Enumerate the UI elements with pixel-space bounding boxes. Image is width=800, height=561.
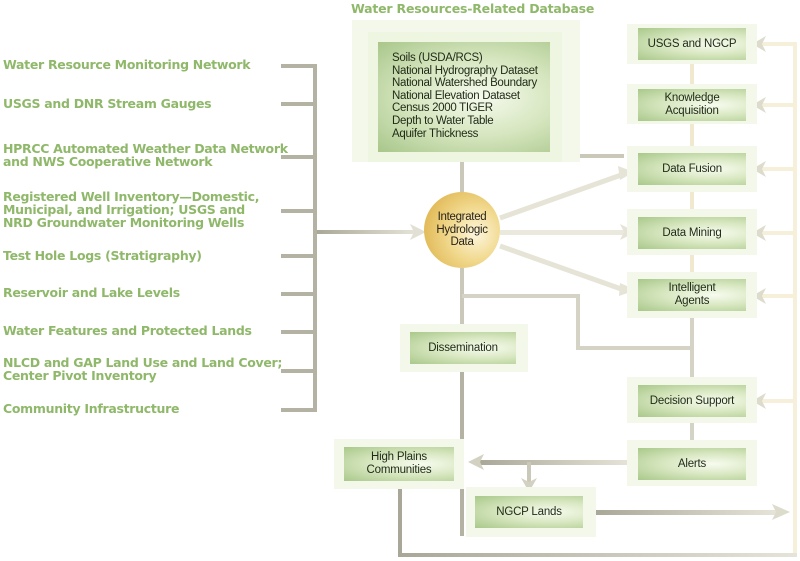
db-to-hub-connector (460, 150, 464, 194)
node-label: USGS and NGCP (647, 37, 737, 50)
bracket-tick (281, 155, 317, 159)
node-label: Dissemination (428, 341, 498, 354)
alerts-to-ngcp-lands-arrow (521, 462, 537, 492)
feedback-loop (752, 36, 797, 556)
bracket-tick (281, 102, 317, 106)
source-reservoir-levels: Reservoir and Lake Levels (3, 285, 180, 300)
node-ngcp-lands: NGCP Lands (475, 496, 583, 528)
database-title: Water Resources-Related Database (351, 1, 595, 16)
node-label: Decision Support (649, 394, 735, 407)
node-label: Data Fusion (662, 162, 722, 175)
node-label: Data Mining (662, 226, 722, 239)
source-water-resource-monitoring: Water Resource Monitoring Network (3, 57, 251, 72)
node-dissemination: Dissemination (410, 332, 516, 364)
node-high-plains-communities: High Plains Communities (344, 447, 454, 481)
communities-to-feedback-connector (398, 488, 797, 557)
arrow-to-knowledge (752, 97, 766, 113)
hub-to-data-fusion-arrow (499, 166, 634, 221)
bracket-spine (313, 64, 317, 412)
database-item: Census 2000 TIGER (392, 102, 493, 115)
node-label: Knowledge Acquisition (664, 92, 720, 117)
sources-bracket (281, 64, 317, 412)
database-item: National Elevation Dataset (392, 89, 520, 102)
source-weather-network: HPRCC Automated Weather Data Network and… (3, 141, 288, 169)
integrated-hydrologic-data-hub: Integrated Hydrologic Data (424, 192, 500, 268)
bracket-tick (281, 254, 317, 258)
column-link (690, 420, 694, 444)
source-community-infrastructure: Community Infrastructure (3, 401, 180, 416)
db-to-data-fusion-connector (550, 154, 624, 158)
arrow-to-usgs (752, 36, 766, 52)
hub-to-data-mining-arrow (500, 224, 636, 240)
node-alerts: Alerts (638, 448, 746, 480)
node-knowledge-acquisition: Knowledge Acquisition (638, 89, 746, 121)
database-item: Soils (USDA/RCS) (392, 52, 483, 64)
node-label: High Plains Communities (366, 451, 432, 476)
bracket-tick (281, 408, 317, 412)
source-stream-gauges: USGS and DNR Stream Gauges (3, 96, 212, 111)
alerts-to-communities-arrow (468, 454, 630, 470)
hub-to-decision-connector (462, 294, 692, 350)
bracket-tick (281, 64, 317, 68)
bracket-tick (281, 209, 317, 213)
arrow-to-mining (752, 225, 766, 241)
column-link (690, 123, 694, 149)
arrow-to-decision (752, 393, 766, 409)
node-label: Alerts (677, 457, 707, 470)
source-land-cover: NLCD and GAP Land Use and Land Cover; Ce… (3, 355, 283, 383)
source-well-inventory: Registered Well Inventory—Domestic, Muni… (3, 189, 260, 230)
column-link (690, 252, 694, 276)
hub-label: Integrated Hydrologic Data (436, 211, 488, 249)
node-decision-support: Decision Support (638, 385, 746, 417)
database-item: Depth to Water Table (392, 114, 494, 127)
bracket-tick (281, 369, 317, 373)
database-item: Aquifer Thickness (392, 127, 479, 140)
column-link (690, 190, 694, 214)
database-item: National Hydrography Dataset (392, 64, 538, 77)
bracket-tick (281, 330, 317, 334)
ngcp-lands-to-feedback-arrow (596, 504, 790, 520)
node-data-fusion: Data Fusion (638, 153, 746, 185)
database-box: Soils (USDA/RCS) National Hydrography Da… (378, 42, 550, 152)
hub-to-intelligent-agents-arrow (499, 243, 636, 296)
node-data-mining: Data Mining (638, 217, 746, 249)
node-label: Intelligent Agents (668, 282, 716, 307)
node-intelligent-agents: Intelligent Agents (638, 279, 746, 311)
source-test-hole-logs: Test Hole Logs (Stratigraphy) (3, 248, 202, 263)
bracket-tick (281, 292, 317, 296)
sources-to-hub-arrow (317, 224, 426, 240)
node-usgs-ngcp: USGS and NGCP (638, 28, 746, 60)
database-item: National Watershed Boundary (392, 77, 537, 90)
arrow-to-fusion (752, 161, 766, 177)
source-water-features: Water Features and Protected Lands (3, 323, 252, 338)
arrow-to-agents (752, 288, 766, 304)
column-link (690, 62, 694, 84)
node-label: NGCP Lands (496, 505, 562, 518)
column-link (690, 314, 694, 380)
